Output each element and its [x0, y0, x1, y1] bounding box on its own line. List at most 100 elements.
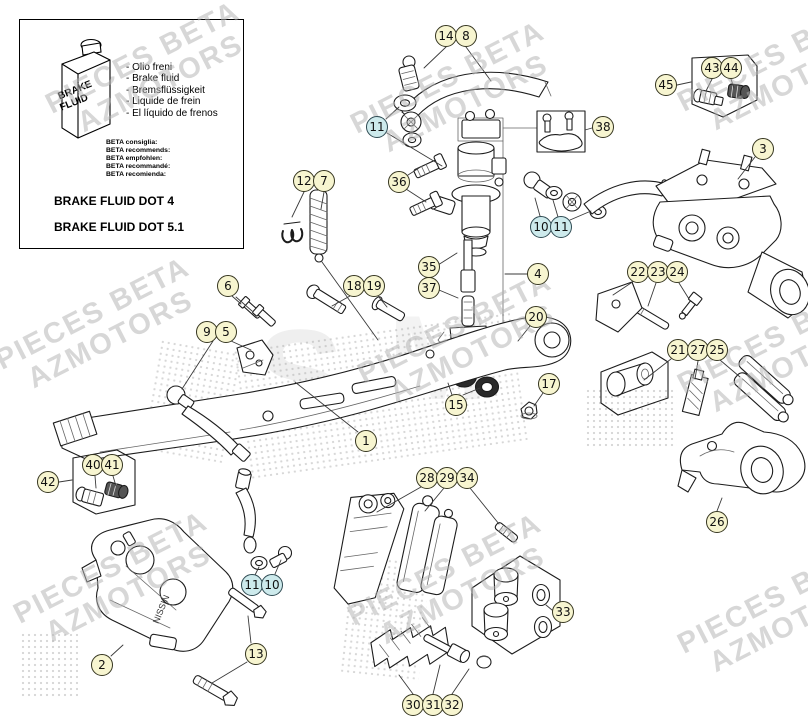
callout-23[interactable]: 23: [647, 261, 669, 283]
leader-line: [695, 361, 698, 379]
part-banjo-bottom: [251, 547, 292, 570]
leader-line: [399, 675, 413, 694]
leader-line: [236, 297, 252, 311]
leader-line: [448, 383, 452, 395]
callout-15[interactable]: 15: [445, 394, 467, 416]
callout-7[interactable]: 7: [313, 170, 335, 192]
leader-line: [534, 393, 543, 406]
leader-line: [111, 645, 123, 656]
part-pads-29: [396, 493, 462, 598]
leader-line: [231, 341, 251, 350]
fluid-name-line: - Brake fluid: [126, 73, 180, 85]
part-hose-front: [235, 468, 256, 553]
part-elbow-fitting: [394, 56, 421, 147]
leader-lines: [59, 47, 755, 694]
fluid-name-line: - Bremsflüssigkeit: [126, 84, 205, 96]
callout-22[interactable]: 22: [627, 261, 649, 283]
callout-12[interactable]: 12: [293, 170, 315, 192]
callout-3[interactable]: 3: [752, 138, 774, 160]
leader-line: [585, 128, 592, 130]
callout-36[interactable]: 36: [388, 171, 410, 193]
callout-11[interactable]: 11: [241, 574, 263, 596]
leader-line: [387, 133, 442, 166]
leader-line: [518, 326, 530, 341]
leader-line: [470, 488, 499, 524]
assembly-bracket: [458, 118, 537, 343]
part-pad-pin-34: [494, 521, 519, 543]
leader-line: [212, 662, 247, 683]
callout-14[interactable]: 14: [435, 25, 457, 47]
callout-5[interactable]: 5: [215, 321, 237, 343]
callout-11[interactable]: 11: [550, 216, 572, 238]
callout-25[interactable]: 25: [706, 339, 728, 361]
callout-42[interactable]: 42: [37, 471, 59, 493]
beta-recommendation-line: BETA consiglia:: [106, 139, 158, 146]
callout-13[interactable]: 13: [245, 643, 267, 665]
leader-line: [731, 79, 734, 88]
callout-28[interactable]: 28: [416, 467, 438, 489]
callout-2[interactable]: 2: [91, 654, 113, 676]
callout-31[interactable]: 31: [422, 694, 444, 716]
leader-line: [182, 341, 213, 389]
callout-21[interactable]: 21: [667, 339, 689, 361]
leader-line: [679, 283, 689, 299]
callout-18[interactable]: 18: [343, 275, 365, 297]
part-pad-holder-28: [332, 487, 406, 610]
part-hose-9: [167, 386, 251, 462]
part-cap-kit-box: [537, 111, 585, 152]
beta-recommendation-list: BETA consiglia:BETA recommends:BETA empf…: [106, 139, 170, 179]
callout-19[interactable]: 19: [363, 275, 385, 297]
callout-32[interactable]: 32: [441, 694, 463, 716]
leader-line: [738, 157, 755, 179]
leader-line: [378, 296, 387, 307]
leader-line: [248, 616, 251, 643]
callout-24[interactable]: 24: [666, 261, 688, 283]
leader-line: [255, 567, 259, 575]
leader-line: [644, 359, 671, 380]
leader-line: [292, 192, 304, 217]
leader-line: [706, 79, 712, 91]
callout-44[interactable]: 44: [720, 57, 742, 79]
callout-40[interactable]: 40: [82, 454, 104, 476]
callout-34[interactable]: 34: [456, 467, 478, 489]
callout-26[interactable]: 26: [706, 511, 728, 533]
leader-line: [408, 168, 419, 175]
callout-41[interactable]: 41: [101, 454, 123, 476]
callout-35[interactable]: 35: [418, 256, 440, 278]
callout-38[interactable]: 38: [592, 116, 614, 138]
callout-17[interactable]: 17: [538, 373, 560, 395]
part-hose-upper: [402, 72, 551, 121]
leader-line: [466, 47, 491, 81]
callout-8[interactable]: 8: [455, 25, 477, 47]
callout-4[interactable]: 4: [527, 263, 549, 285]
part-piston-kit-33: [472, 556, 560, 654]
callout-30[interactable]: 30: [402, 694, 424, 716]
leader-line: [322, 262, 378, 340]
dot51-label: BRAKE FLUID DOT 5.1: [54, 220, 185, 234]
callout-37[interactable]: 37: [418, 277, 440, 299]
callout-33[interactable]: 33: [552, 601, 574, 623]
callout-45[interactable]: 45: [655, 74, 677, 96]
leader-line: [570, 211, 591, 220]
callout-43[interactable]: 43: [701, 57, 723, 79]
part-pads-25: [726, 353, 802, 426]
callout-6[interactable]: 6: [217, 275, 239, 297]
part-master-cylinder: [429, 110, 506, 257]
callout-11[interactable]: 11: [366, 116, 388, 138]
part-seal-kit-rear: [692, 55, 757, 117]
callout-10[interactable]: 10: [261, 574, 283, 596]
leader-line: [377, 487, 421, 512]
fluid-name-line: - El líquido de frenos: [126, 107, 218, 119]
leader-line: [59, 480, 72, 482]
part-bleed-valve-24: [676, 292, 703, 322]
callout-29[interactable]: 29: [436, 467, 458, 489]
callout-1[interactable]: 1: [355, 430, 377, 452]
leader-line: [452, 669, 469, 694]
callout-20[interactable]: 20: [525, 306, 547, 328]
callout-10[interactable]: 10: [530, 216, 552, 238]
part-bolts-13: [191, 585, 268, 709]
part-seal-kit-front: [73, 450, 135, 514]
beta-recommendation-line: BETA recommends:: [106, 147, 171, 154]
part-clevis-pin-19: [370, 295, 406, 324]
